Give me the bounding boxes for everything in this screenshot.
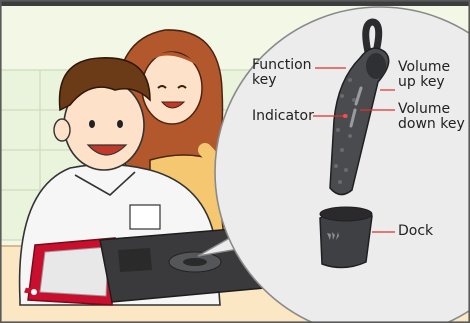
function-key-label: Function key <box>252 58 312 88</box>
dock <box>320 207 372 268</box>
volume-down-key-label: Volume down key <box>398 102 465 132</box>
indicator-label: Indicator <box>252 109 314 124</box>
box-logo-icon <box>31 289 37 295</box>
dock-label: Dock <box>398 224 433 239</box>
indicator-light-icon <box>343 114 347 118</box>
volume-up-key-label: Volume up key <box>398 60 450 90</box>
